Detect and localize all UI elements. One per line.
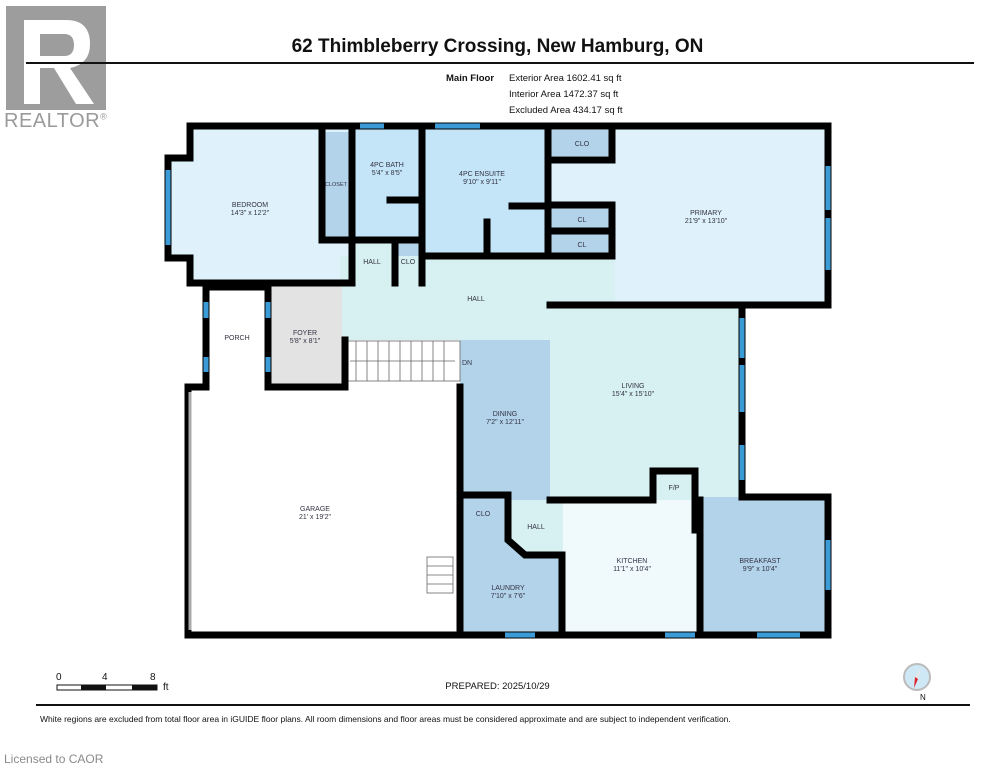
- fireplace-name: F/P: [669, 485, 680, 492]
- floor-name: Main Floor: [446, 73, 495, 84]
- room-labels: BEDROOM 14'3" x 12'2" CLOSET 4PC BATH 5'…: [224, 141, 781, 600]
- garage-name: GARAGE: [300, 506, 330, 513]
- bath-dims: 5'4" x 8'5": [372, 170, 403, 177]
- room-cl2: [550, 232, 610, 256]
- foyer-dims: 5'8" x 8'1": [290, 338, 321, 345]
- hall-main-name: HALL: [467, 296, 485, 303]
- page-title: 62 Thimbleberry Crossing, New Hamburg, O…: [291, 36, 704, 57]
- bath-name: 4PC BATH: [370, 162, 404, 169]
- laundry-name: LAUNDRY: [491, 585, 525, 592]
- laundry-dims: 7'10" x 7'6": [491, 593, 526, 600]
- room-closet: [322, 132, 350, 238]
- clo-top-name: CLO: [575, 141, 590, 148]
- room-cl1: [550, 206, 610, 230]
- living-dims: 15'4" x 15'10": [612, 391, 655, 398]
- room-breakfast: [700, 497, 828, 633]
- scale-tick-4: 4: [102, 672, 108, 683]
- ensuite-dims: 9'10" x 9'11": [463, 179, 501, 186]
- divider: [36, 704, 970, 706]
- license-note: Licensed to CAOR: [4, 752, 104, 766]
- ensuite-name: 4PC ENSUITE: [459, 171, 505, 178]
- hall-kitchen-name: HALL: [527, 524, 545, 531]
- scale-unit: ft: [163, 682, 169, 693]
- breakfast-name: BREAKFAST: [739, 558, 781, 565]
- scale-bar-graphic: [56, 684, 158, 691]
- room-kitchen: [563, 500, 700, 633]
- excluded-area: Excluded Area 434.17 sq ft: [509, 105, 623, 116]
- living-name: LIVING: [622, 383, 645, 390]
- garage-dims: 21' x 19'2": [299, 514, 332, 521]
- cl2-name: CL: [578, 242, 587, 249]
- room-fireplace: [653, 471, 695, 500]
- bedroom-name: BEDROOM: [232, 202, 268, 209]
- clo-laundry-name: CLO: [476, 511, 491, 518]
- compass-icon: [903, 663, 931, 691]
- divider: [26, 62, 974, 64]
- primary-name: PRIMARY: [690, 210, 722, 217]
- prepared-date: PREPARED: 2025/10/29: [445, 681, 550, 692]
- dining-name: DINING: [493, 411, 518, 418]
- kitchen-dims: 11'1" x 10'4": [613, 566, 651, 573]
- stairs: [344, 340, 461, 594]
- interior-area: Interior Area 1472.37 sq ft: [509, 89, 619, 100]
- room-hall-main: [340, 256, 615, 340]
- clo-small-name: CLO: [401, 259, 416, 266]
- stairs-label: DN: [462, 360, 472, 367]
- scale-tick-8: 8: [150, 672, 156, 683]
- primary-dims: 21'9" x 13'10": [685, 218, 728, 225]
- room-bedroom: [168, 126, 350, 283]
- porch-name: PORCH: [224, 335, 249, 342]
- room-dining: [460, 340, 550, 500]
- realtor-logo-text: REALTOR®: [4, 110, 108, 132]
- breakfast-dims: 9'9" x 10'4": [743, 566, 778, 573]
- bedroom-dims: 14'3" x 12'2": [231, 210, 270, 217]
- windows: [165, 123, 831, 638]
- foyer-name: FOYER: [293, 330, 317, 337]
- walls: [164, 122, 832, 639]
- exterior-area: Exterior Area 1602.41 sq ft: [509, 73, 622, 84]
- scale-tick-0: 0: [56, 672, 62, 683]
- hall-small-name: HALL: [363, 259, 381, 266]
- disclaimer: White regions are excluded from total fl…: [40, 714, 731, 724]
- room-garage: [190, 390, 460, 633]
- floor-plan: BEDROOM 14'3" x 12'2" CLOSET 4PC BATH 5'…: [164, 122, 832, 639]
- room-primary: [612, 126, 828, 305]
- room-foyer: [270, 285, 342, 387]
- room-bath: [352, 126, 422, 240]
- room-laundry: [460, 535, 560, 633]
- dining-dims: 7'2" x 12'11": [486, 419, 524, 426]
- compass-north-label: N: [920, 693, 926, 702]
- room-porch: [205, 287, 268, 387]
- room-living: [550, 305, 745, 500]
- cl1-name: CL: [578, 217, 587, 224]
- room-clo-top: [550, 130, 610, 156]
- closet-name: CLOSET: [325, 182, 348, 188]
- room-clo-laundry: [460, 495, 508, 535]
- kitchen-name: KITCHEN: [617, 558, 648, 565]
- room-fills: [168, 126, 828, 633]
